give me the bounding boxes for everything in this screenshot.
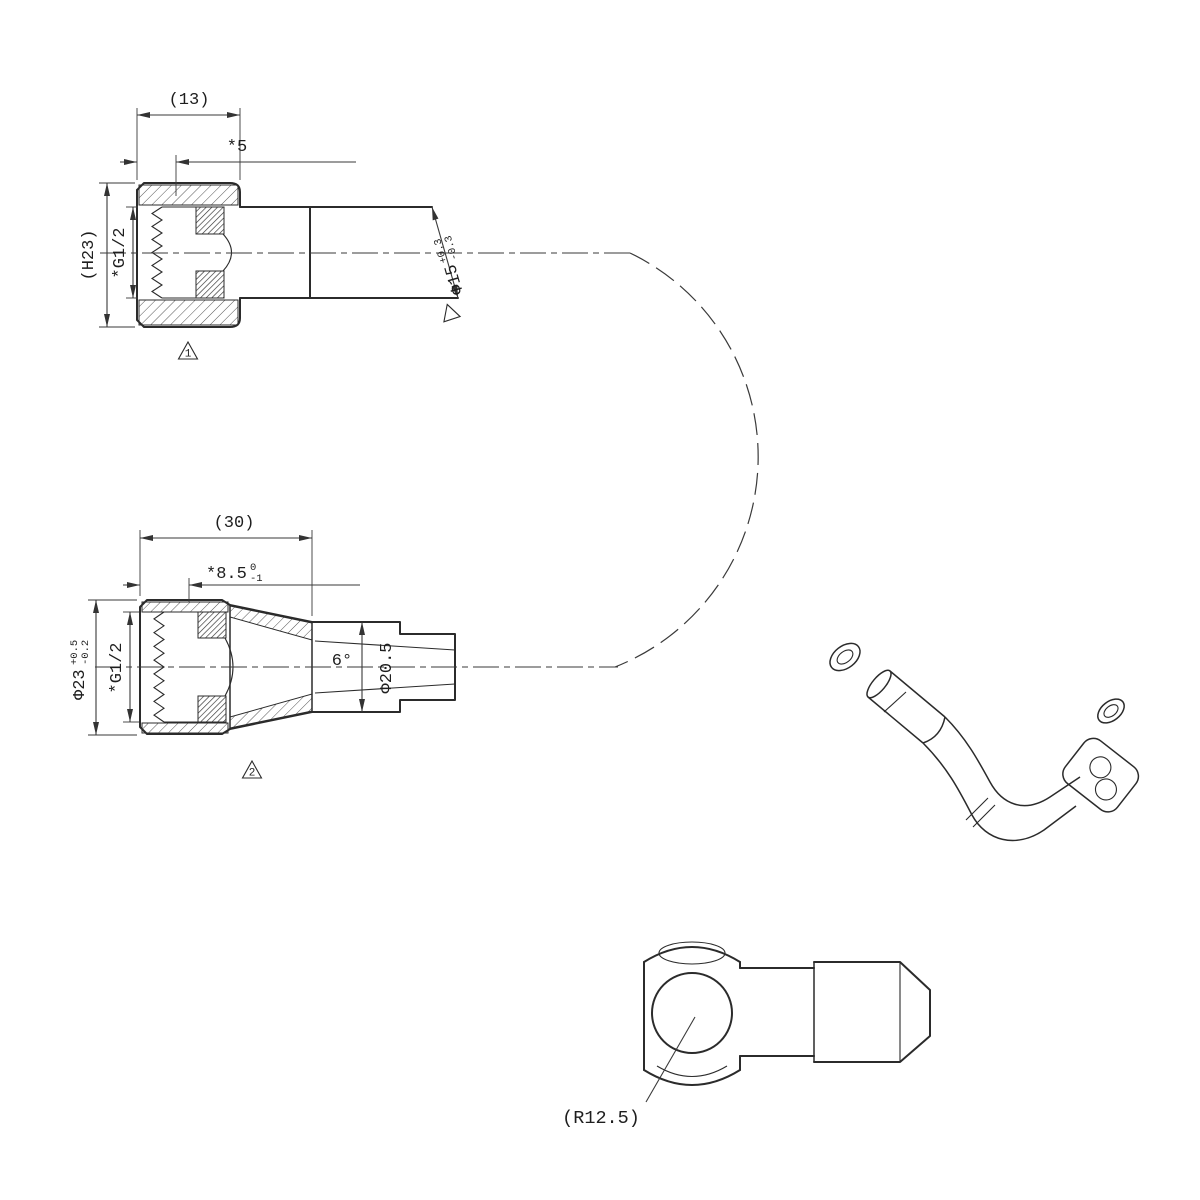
lower-dimensions: (30) *8.5 0 -1 Φ23 +0.5 -0.2 *G1/2 — [69, 514, 397, 780]
upper-part-hatching — [138, 184, 239, 326]
body-outline — [139, 599, 456, 735]
dim-text-phi15: Φ15 — [442, 262, 469, 297]
hose-end-nut-right — [1062, 737, 1140, 813]
nut-outline — [136, 182, 241, 208]
section-hatch-cone-top — [229, 605, 313, 641]
dim-text-phi23-group: Φ23 +0.5 -0.2 — [69, 640, 92, 700]
elbow-outline — [643, 941, 931, 1086]
dim-text-g12-upper: *G1/2 — [111, 227, 130, 278]
note-flag-1: 1 — [177, 340, 199, 361]
upper-connector-view: (13) *5 (H23) *G1/2 Φ15 +0.3 — [80, 91, 630, 361]
seal-section-bottom — [195, 270, 225, 299]
dim-text-30: (30) — [214, 514, 255, 533]
fitting-collar-line — [883, 691, 907, 713]
hose-tube — [922, 716, 1081, 842]
dim-text-phi205: Φ20.5 — [378, 642, 397, 693]
washer-ring-left — [829, 642, 861, 672]
dim-text-85-tol-lower: -1 — [250, 573, 263, 585]
elbow-bottom-port — [656, 1065, 728, 1077]
crimp-band — [965, 797, 996, 828]
nut-outline-lower — [136, 189, 241, 328]
dim-text-phi23-tol-upper: +0.5 — [69, 640, 81, 665]
seal-section-top — [197, 611, 227, 639]
note-flag-2-number: 2 — [249, 768, 256, 780]
radius-leader-line — [645, 1016, 696, 1103]
bore-edges — [162, 206, 196, 299]
dim-text-phi23-tol-lower: -0.2 — [80, 640, 92, 665]
hose-trajectory-arc — [614, 252, 759, 668]
elbow-top-port — [658, 941, 726, 965]
note-flag-2: 2 — [241, 759, 263, 780]
note-flag-pipe — [443, 303, 462, 323]
dim-text-h23: (H23) — [80, 229, 99, 280]
elbow-fitting-view: (R12.5) — [562, 941, 931, 1129]
section-hatch-bottom-wall — [138, 299, 239, 326]
dim-line-phi15 — [431, 206, 459, 299]
lower-part-outline — [139, 599, 456, 735]
dim-text-taper-angle: 6° — [332, 652, 352, 671]
section-hatch-bottom-wall — [141, 722, 229, 734]
seal-section-top — [195, 206, 225, 235]
dim-text-13: (13) — [169, 91, 210, 110]
dim-text-85: *8.5 — [206, 565, 247, 584]
lower-connector-view: (30) *8.5 0 -1 Φ23 +0.5 -0.2 *G1/2 — [69, 514, 618, 780]
section-hatch-top-wall — [138, 184, 239, 206]
hose-assembly-sketch — [829, 642, 1140, 842]
dim-text-5: *5 — [227, 138, 247, 157]
hose-end-fitting-left — [866, 669, 946, 744]
thread-zigzag — [153, 611, 165, 723]
section-hatch-cone-bottom — [229, 693, 313, 729]
washer-ring-right — [1097, 698, 1125, 724]
dim-text-85-tol-upper: 0 — [250, 562, 256, 574]
elbow-side-port-circle — [651, 972, 733, 1054]
section-hatch-top-wall — [141, 601, 229, 613]
bore-edges — [164, 611, 198, 723]
dim-text-r125: (R12.5) — [562, 1108, 640, 1129]
bore-taper-lines — [314, 640, 456, 694]
dim-text-phi23: Φ23 — [71, 669, 90, 700]
dim-text-phi15-group: Φ15 +0.3 -0.3 — [432, 234, 469, 297]
dim-text-g12-lower: *G1/2 — [108, 642, 127, 693]
seal-section-bottom — [197, 695, 227, 723]
note-flag-1-number: 1 — [185, 349, 192, 361]
